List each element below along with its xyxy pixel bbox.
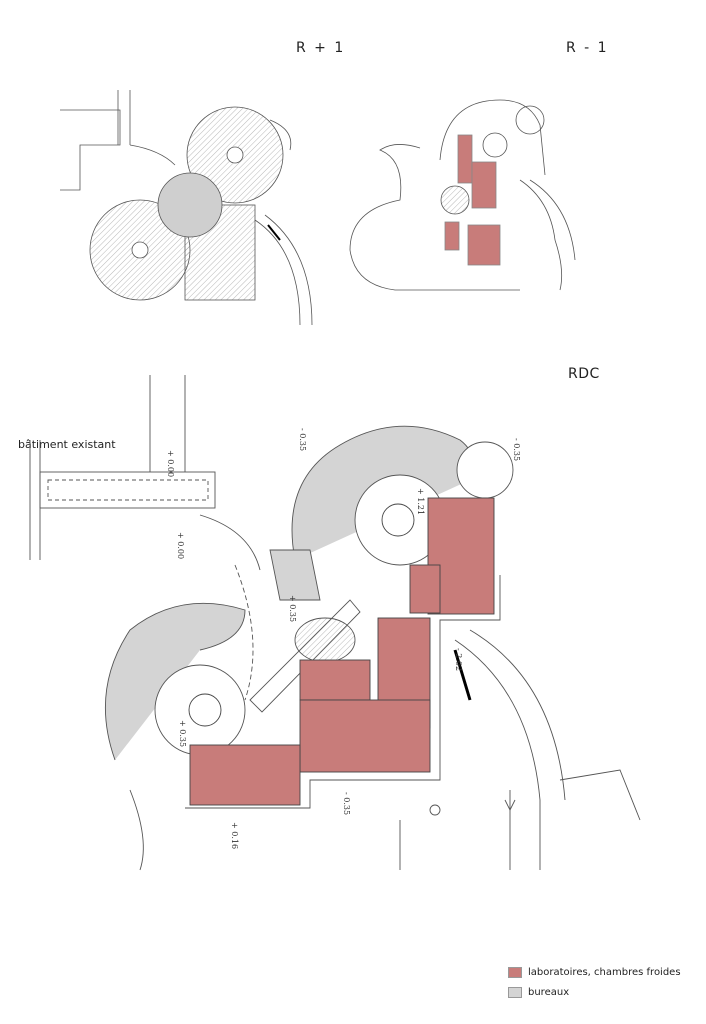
plan-title-r1: R + 1 (296, 40, 346, 56)
elevation-label: + 0.00 (166, 450, 175, 477)
elevation-label: + 1.21 (416, 488, 425, 515)
legend-item-labs: laboratoires, chambres froides (508, 962, 681, 982)
legend-label-offices: bureaux (528, 986, 570, 998)
elevation-label: - 0.35 (298, 428, 307, 451)
plan-rdc (29, 375, 641, 871)
legend: laboratoires, chambres froides bureaux (508, 962, 681, 1002)
elevation-label: + 0.00 (176, 532, 185, 559)
elevation-label: - 0.35 (512, 438, 521, 461)
elevation-label: + 0.35 (288, 595, 297, 622)
existing-building-label: bâtiment existant (18, 438, 116, 451)
elevation-label: + 0.16 (230, 822, 239, 849)
plan-title-rdc: RDC (568, 366, 600, 382)
elevation-label: - 0.35 (342, 792, 351, 815)
legend-item-offices: bureaux (508, 982, 681, 1002)
legend-label-labs: laboratoires, chambres froides (528, 966, 681, 978)
elevation-label: - 2.02 (454, 648, 463, 671)
plan-r1 (60, 90, 313, 326)
elevation-label: + 0.35 (178, 720, 187, 747)
legend-swatch-labs (508, 966, 522, 978)
plan-title-r-minus-1: R - 1 (566, 40, 609, 56)
plan-r-minus-1 (349, 99, 576, 291)
legend-swatch-offices (508, 986, 522, 998)
